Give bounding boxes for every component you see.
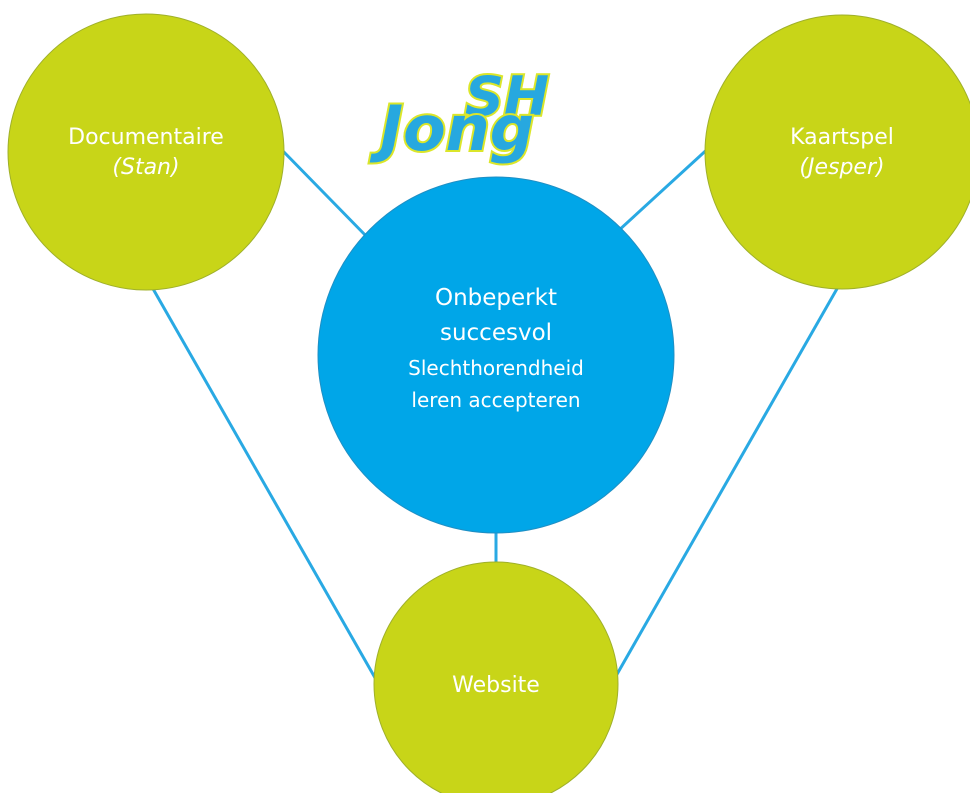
- connector-right-center: [603, 143, 714, 245]
- node-website: Website: [373, 561, 619, 793]
- node-documentaire-title: Documentaire: [68, 125, 224, 150]
- sh-jong-logo: SH Jong: [367, 63, 551, 167]
- node-website-title: Website: [452, 673, 540, 698]
- node-kaartspel-title: Kaartspel: [790, 125, 894, 150]
- node-kaartspel-circle: [704, 14, 970, 290]
- logo-sh-text: SH: [465, 65, 549, 128]
- node-website-circle: [373, 561, 619, 793]
- connector-right-bottom: [610, 279, 844, 684]
- node-center-circle: [317, 176, 675, 534]
- center-line-4: leren accepteren: [411, 388, 580, 412]
- logo-jong-text: Jong: [369, 92, 534, 165]
- connector-left-center: [278, 146, 372, 242]
- connector-left-bottom: [146, 279, 380, 684]
- node-documentaire-circle: [7, 13, 285, 291]
- node-center: Onbeperkt succesvol Slechthorendheid ler…: [317, 176, 675, 534]
- connectors: [146, 143, 844, 684]
- center-line-3: Slechthorendheid: [408, 356, 584, 380]
- node-kaartspel-person: (Jesper): [799, 155, 884, 180]
- node-documentaire: Documentaire (Stan): [7, 13, 285, 291]
- node-kaartspel: Kaartspel (Jesper): [704, 14, 970, 290]
- center-line-1: Onbeperkt: [435, 285, 557, 311]
- center-line-2: succesvol: [440, 320, 552, 346]
- node-documentaire-person: (Stan): [112, 155, 179, 180]
